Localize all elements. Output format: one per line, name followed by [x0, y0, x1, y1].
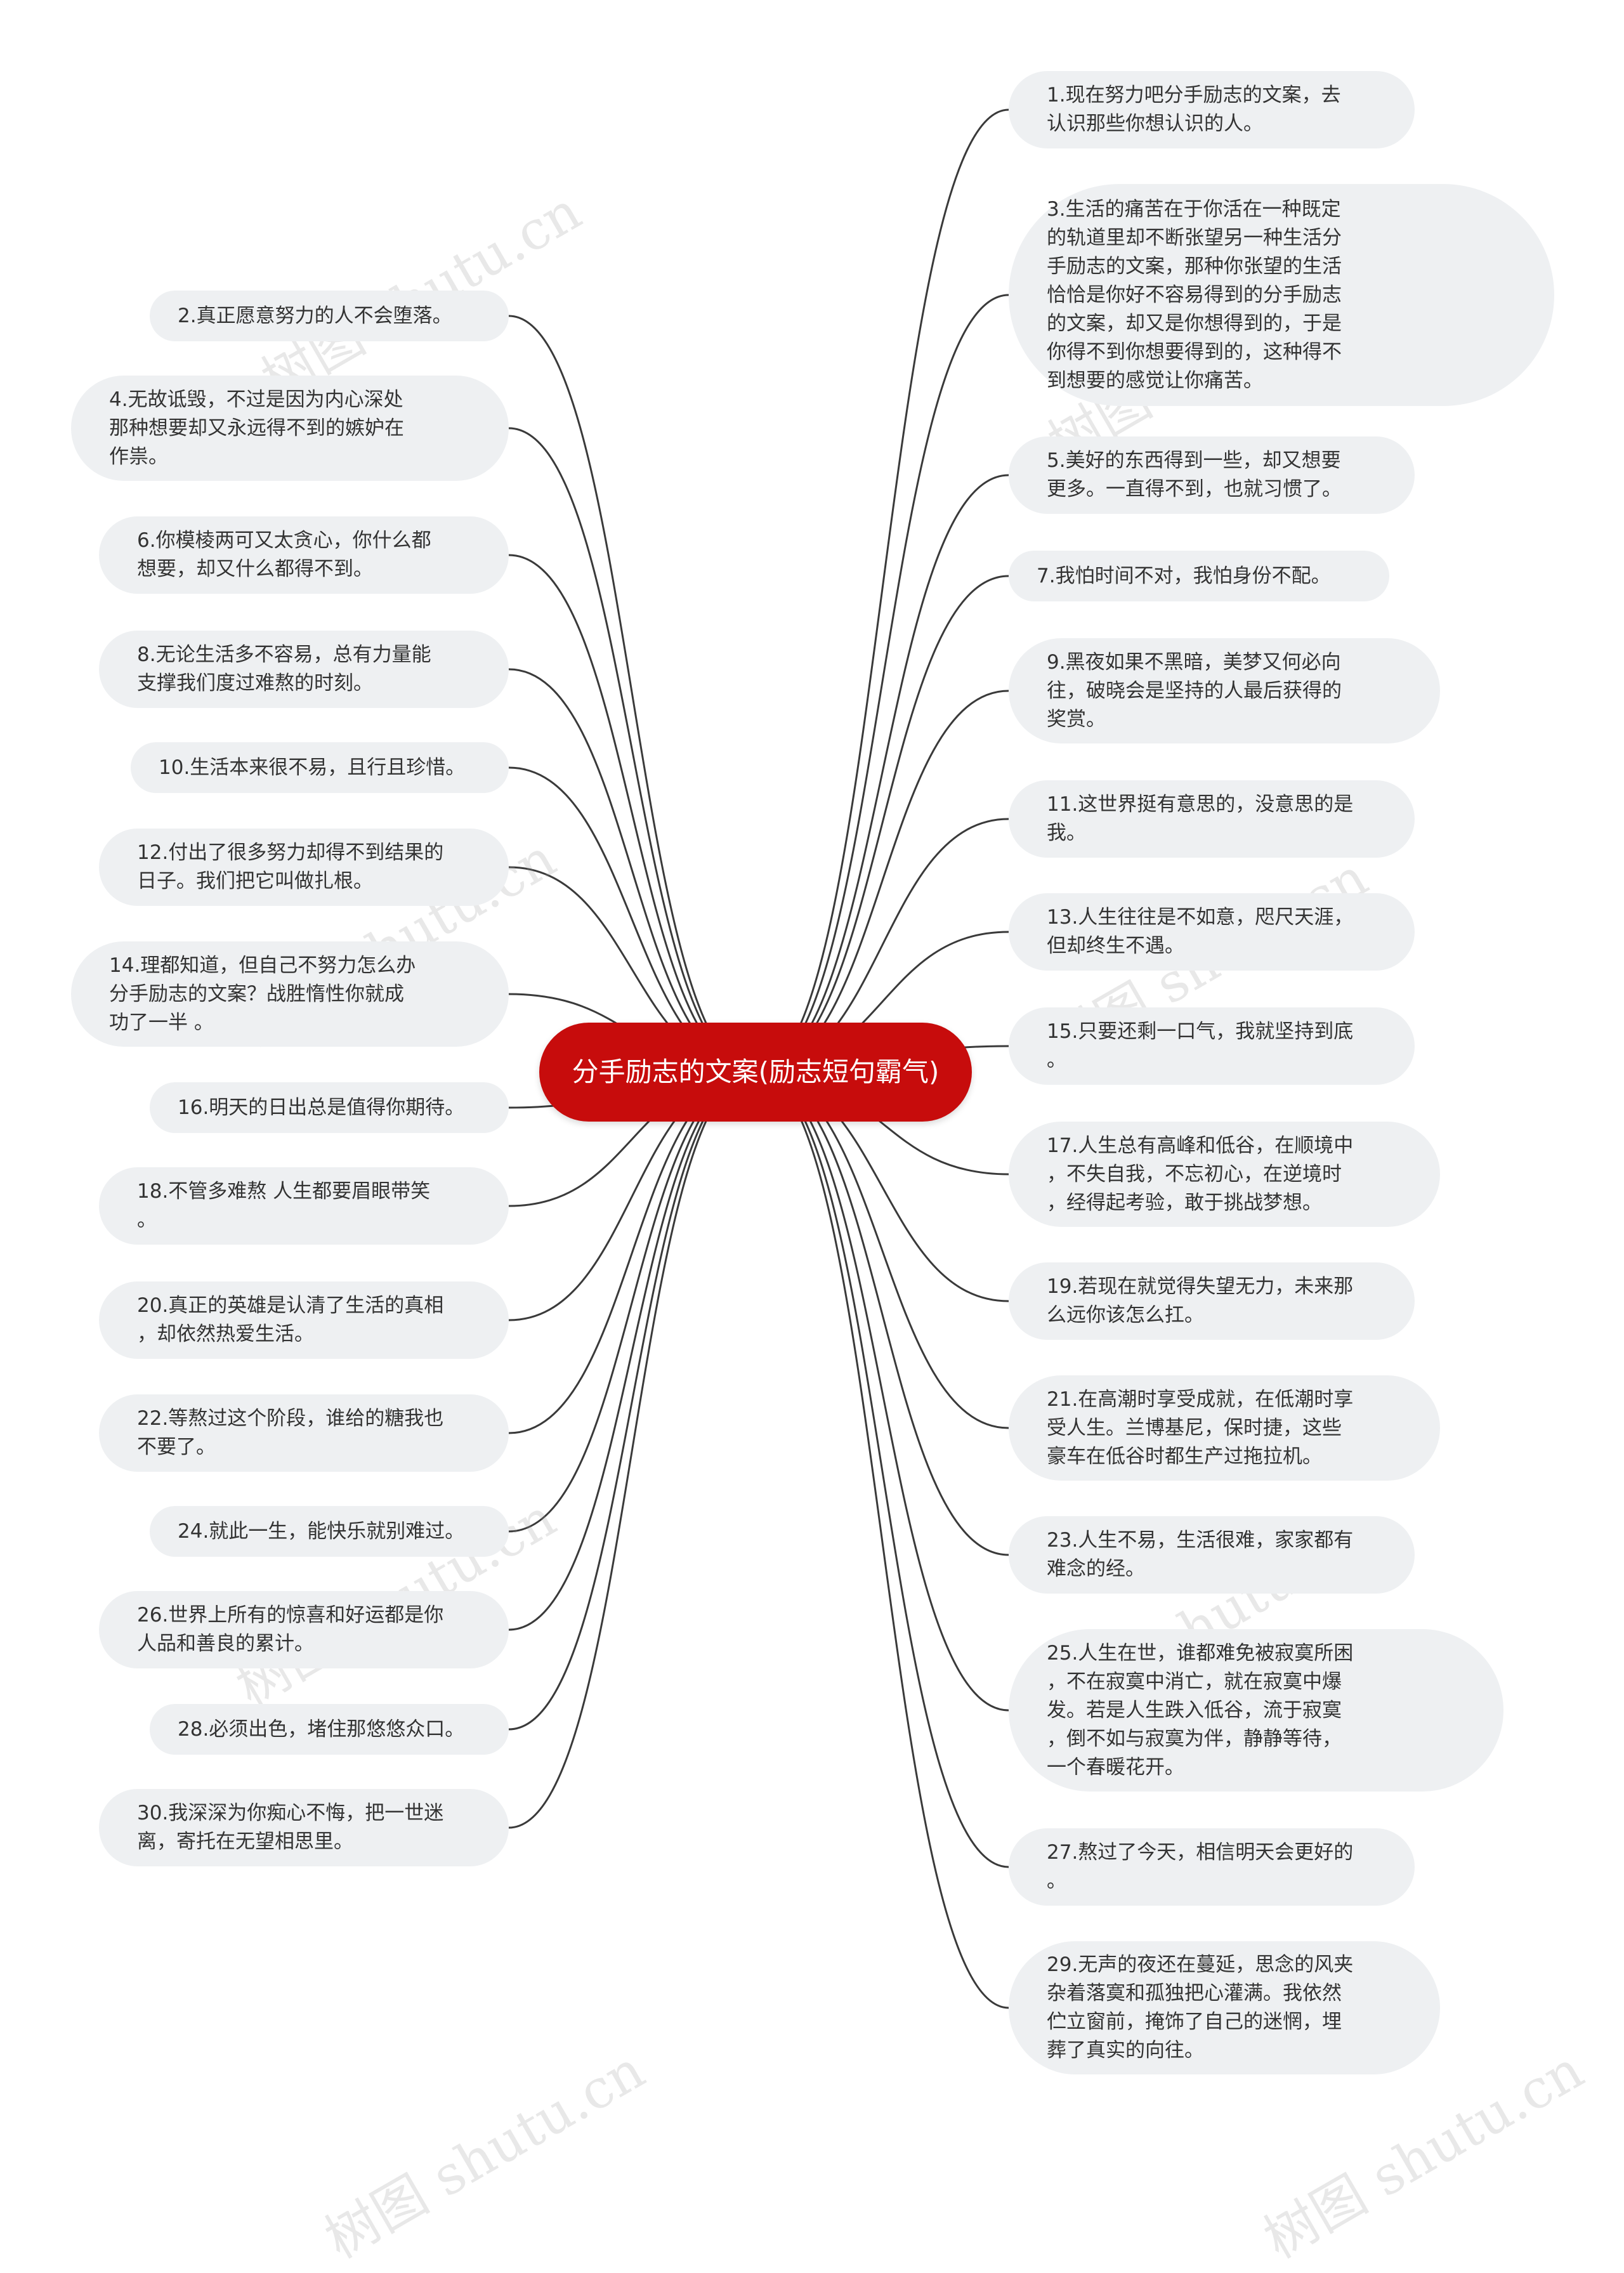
- left-branch-node[interactable]: 10.生活本来很不易，且行且珍惜。: [131, 742, 509, 793]
- left-connector-line: [508, 1071, 756, 1434]
- right-connector-line: [755, 1071, 1009, 2009]
- right-branch-node[interactable]: 13.人生往往是不如意，咫尺天涯， 但却终生不遇。: [1009, 893, 1415, 971]
- left-branch-node[interactable]: 18.不管多难熬 人生都要眉眼带笑 。: [99, 1167, 509, 1245]
- right-branch-node[interactable]: 29.无声的夜还在蔓延，思念的风夹 杂着落寞和孤独把心灌满。我依然 伫立窗前，掩…: [1009, 1941, 1440, 2074]
- right-branch-node[interactable]: 1.现在努力吧分手励志的文案，去 认识那些你想认识的人。: [1009, 71, 1415, 148]
- left-connector-line: [508, 1071, 756, 1631]
- right-branch-node[interactable]: 27.熬过了今天，相信明天会更好的 。: [1009, 1828, 1415, 1906]
- left-branch-node[interactable]: 24.就此一生，能快乐就别难过。: [150, 1506, 509, 1557]
- left-branch-node[interactable]: 4.无故诋毁，不过是因为内心深处 那种想要却又永远得不到的嫉妒在 作祟。: [71, 376, 509, 481]
- left-branch-node[interactable]: 6.你模棱两可又太贪心，你什么都 想要，却又什么都得不到。: [99, 516, 509, 594]
- right-branch-node[interactable]: 19.若现在就觉得失望无力，未来那 么远你该怎么扛。: [1009, 1262, 1415, 1340]
- right-branch-node[interactable]: 23.人生不易，生活很难，家家都有 难念的经。: [1009, 1516, 1415, 1594]
- right-connector-line: [755, 1071, 1009, 1429]
- left-branch-node[interactable]: 20.真正的英雄是认清了生活的真相 ，却依然热爱生活。: [99, 1281, 509, 1359]
- left-connector-line: [508, 1071, 756, 1731]
- left-branch-node[interactable]: 22.等熬过这个阶段，谁给的糖我也 不要了。: [99, 1394, 509, 1472]
- left-branch-node[interactable]: 16.明天的日出总是值得你期待。: [150, 1082, 509, 1133]
- left-branch-node[interactable]: 2.真正愿意努力的人不会堕落。: [150, 291, 509, 341]
- right-branch-node[interactable]: 7.我怕时间不对，我怕身份不配。: [1009, 551, 1389, 601]
- right-branch-node[interactable]: 11.这世界挺有意思的，没意思的是 我。: [1009, 780, 1415, 858]
- right-branch-node[interactable]: 9.黑夜如果不黑暗，美梦又何必向 往，破晓会是坚持的人最后获得的 奖赏。: [1009, 638, 1440, 743]
- central-topic[interactable]: 分手励志的文案(励志短句霸气): [539, 1023, 972, 1122]
- left-connector-line: [508, 668, 756, 1073]
- left-branch-node[interactable]: 26.世界上所有的惊喜和好运都是你 人品和善良的累计。: [99, 1591, 509, 1668]
- right-connector-line: [755, 294, 1009, 1073]
- left-branch-node[interactable]: 30.我深深为你痴心不悔，把一世迷 离，寄托在无望相思里。: [99, 1789, 509, 1866]
- right-branch-node[interactable]: 21.在高潮时享受成就，在低潮时享 受人生。兰博基尼，保时捷，这些 豪车在低谷时…: [1009, 1375, 1440, 1481]
- right-branch-node[interactable]: 25.人生在世，谁都难免被寂寞所困 ，不在寂寞中消亡，就在寂寞中爆 发。若是人生…: [1009, 1629, 1503, 1792]
- right-connector-line: [755, 108, 1009, 1073]
- left-branch-node[interactable]: 12.付出了很多努力却得不到结果的 日子。我们把它叫做扎根。: [99, 829, 509, 906]
- left-connector-line: [508, 315, 756, 1073]
- right-branch-node[interactable]: 5.美好的东西得到一些，却又想要 更多。一直得不到，也就习惯了。: [1009, 436, 1415, 514]
- left-branch-node[interactable]: 14.理都知道，但自己不努力怎么办 分手励志的文案？战胜惰性你就成 功了一半 。: [71, 941, 509, 1047]
- right-connector-line: [755, 575, 1009, 1073]
- left-branch-node[interactable]: 28.必须出色，堵住那悠悠众口。: [150, 1704, 509, 1755]
- right-connector-line: [755, 690, 1009, 1073]
- left-branch-node[interactable]: 8.无论生活多不容易，总有力量能 支撑我们度过难熬的时刻。: [99, 631, 509, 708]
- right-branch-node[interactable]: 15.只要还剩一口气，我就坚持到底 。: [1009, 1007, 1415, 1085]
- right-connector-line: [755, 1071, 1009, 1556]
- right-branch-node[interactable]: 17.人生总有高峰和低谷，在顺境中 ，不失自我，不忘初心，在逆境时 ，经得起考验…: [1009, 1122, 1440, 1227]
- left-connector-line: [508, 554, 756, 1073]
- left-connector-line: [508, 1071, 756, 1533]
- right-branch-node[interactable]: 3.生活的痛苦在于你活在一种既定 的轨道里却不断张望另一种生活分 手励志的文案，…: [1009, 184, 1554, 406]
- right-connector-line: [755, 1071, 1009, 1712]
- left-connector-line: [508, 1071, 756, 1829]
- right-connector-line: [755, 1071, 1009, 1868]
- right-connector-line: [755, 474, 1009, 1073]
- left-connector-line: [508, 427, 756, 1073]
